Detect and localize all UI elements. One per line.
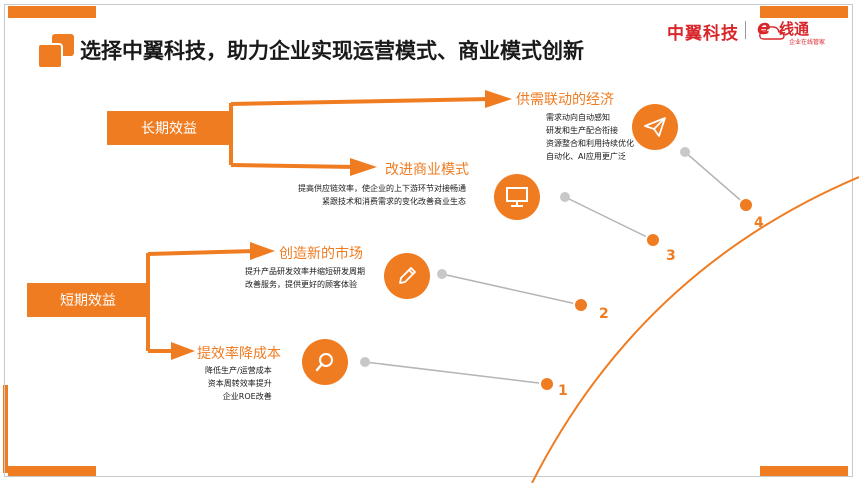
logo-separator bbox=[745, 21, 746, 39]
title-squares-icon bbox=[38, 34, 74, 68]
long-term-arrow-bottom-line bbox=[230, 163, 356, 169]
item-3-number: 3 bbox=[666, 248, 676, 264]
connector-3 bbox=[564, 196, 654, 241]
connector-1 bbox=[364, 361, 548, 385]
short-term-box: 短期效益 bbox=[27, 283, 149, 317]
connector-4-dot bbox=[680, 147, 690, 157]
monitor-icon bbox=[506, 187, 528, 207]
item-1-number: 1 bbox=[558, 383, 568, 399]
item-4-heading: 供需联动的经济 bbox=[516, 92, 614, 108]
item-3-icon-circle bbox=[494, 174, 540, 220]
arc-node-3 bbox=[645, 232, 661, 248]
magnifier-icon bbox=[315, 353, 333, 372]
long-term-arrow-bottom-head bbox=[350, 158, 377, 176]
connector-4 bbox=[684, 151, 747, 206]
connector-3-dot bbox=[560, 192, 570, 202]
frame-bar-top-right bbox=[760, 6, 848, 18]
paper-plane-icon bbox=[644, 117, 666, 137]
frame-bar-bottom-left bbox=[8, 466, 96, 477]
long-term-box: 长期效益 bbox=[107, 111, 231, 145]
item-2-icon-circle bbox=[384, 253, 430, 299]
item-3-desc: 提高供应链效率，使企业的上下游环节对接畅通 紧跟技术和消费需求的变化改善商业生态 bbox=[298, 184, 466, 206]
long-term-arrow-top-head bbox=[485, 90, 512, 108]
frame-bar-bottom-right bbox=[760, 466, 848, 477]
arc-node-1 bbox=[539, 376, 555, 392]
item-2-desc: 提升产品研发效率并缩短研发周期 改善服务，提供更好的顾客体验 bbox=[245, 267, 365, 289]
item-1-desc: 降低生产/运营成本 资本周转效率提升 企业ROE改善 bbox=[205, 366, 272, 401]
exiantong-logo-name: 线通 bbox=[779, 20, 810, 38]
connector-2-dot bbox=[437, 269, 447, 279]
item-4-desc: 需求动向自动感知 研发和生产配合衔接 资源整合和利用持续优化 自动化、AI应用更… bbox=[546, 113, 634, 161]
short-term-arrow-top-line bbox=[147, 249, 256, 256]
item-3-heading: 改进商业模式 bbox=[385, 162, 469, 178]
arc-node-4 bbox=[738, 197, 754, 213]
exiantong-logo-subtitle: 企业在线管家 bbox=[789, 39, 826, 46]
short-term-arrow-bottom-head bbox=[171, 342, 195, 360]
zhongyi-logo: 中翼科技 bbox=[667, 24, 739, 44]
item-4-icon-circle bbox=[632, 104, 678, 150]
slide-border bbox=[4, 4, 853, 477]
item-2-heading: 创造新的市场 bbox=[279, 246, 363, 262]
pencil-icon bbox=[399, 267, 416, 284]
frame-bar-top-left bbox=[8, 6, 96, 18]
item-2-number: 2 bbox=[599, 306, 609, 322]
arc-node-2 bbox=[573, 297, 589, 313]
item-1-icon-circle bbox=[302, 339, 348, 385]
short-term-arrow-top-head bbox=[250, 242, 275, 260]
connector-2 bbox=[441, 273, 582, 306]
item-4-number: 4 bbox=[754, 215, 764, 231]
long-term-arrow-top-line bbox=[230, 97, 491, 106]
cloud-icon bbox=[759, 26, 785, 40]
timeline-arc bbox=[531, 176, 859, 483]
page-title: 选择中翼科技，助力企业实现运营模式、商业模式创新 bbox=[80, 39, 584, 63]
exiantong-logo: e 线通 企业在线管家 bbox=[755, 15, 849, 46]
item-1-heading: 提效率降成本 bbox=[197, 346, 281, 362]
connector-1-dot bbox=[360, 357, 370, 367]
frame-bar-left-side bbox=[3, 385, 8, 473]
